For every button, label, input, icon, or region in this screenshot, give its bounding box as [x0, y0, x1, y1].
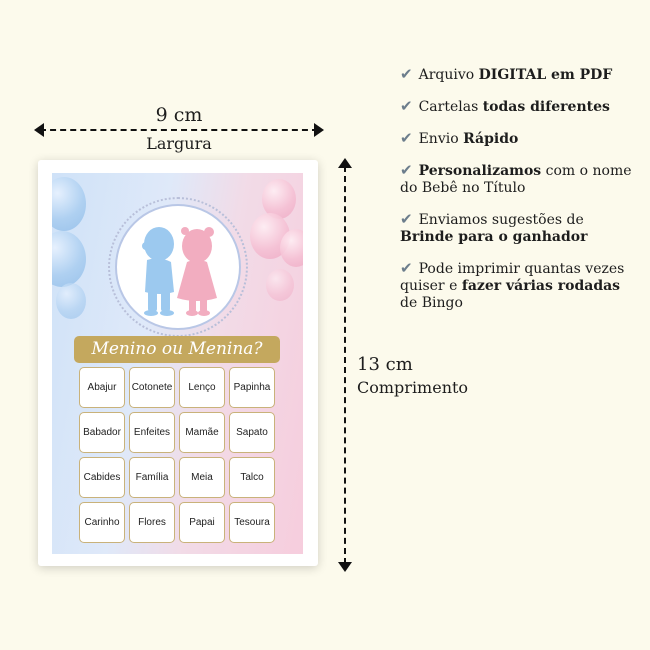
bingo-cell: Talco: [229, 457, 275, 498]
check-mark-icon: ✔: [400, 129, 413, 147]
girl-silhouette-icon: [177, 227, 217, 316]
boy-girl-silhouettes: [142, 227, 217, 316]
feature-item: ✔Arquivo DIGITAL em PDF: [400, 65, 613, 84]
check-mark-icon: ✔: [400, 65, 413, 83]
arrow-left-icon: [34, 123, 44, 137]
arrow-up-icon: [338, 158, 352, 168]
pink-balloon-icon: [266, 269, 294, 301]
check-mark-icon: ✔: [400, 259, 413, 277]
bingo-cell: Meia: [179, 457, 225, 498]
height-dimension: [336, 158, 354, 572]
check-mark-icon: ✔: [400, 210, 413, 228]
width-dashed-line: [40, 129, 318, 131]
bingo-cell: Babador: [79, 412, 125, 453]
feature-list: ✔Arquivo DIGITAL em PDF ✔Cartelas todas …: [400, 66, 640, 326]
bingo-cell: Papai: [179, 502, 225, 543]
pink-balloon-icon: [280, 229, 303, 267]
bingo-cell: Cotonete: [129, 367, 175, 408]
check-mark-icon: ✔: [400, 161, 413, 179]
card-title-banner: Menino ou Menina?: [74, 336, 280, 363]
arrow-down-icon: [338, 562, 352, 572]
height-value: 13 cm: [357, 354, 413, 375]
boy-silhouette-icon: [142, 227, 174, 316]
width-dimension: 9 cm Largura: [34, 104, 324, 153]
gender-reveal-emblem: [115, 204, 241, 330]
bingo-cell: Cabides: [79, 457, 125, 498]
bingo-cell: Sapato: [229, 412, 275, 453]
blue-balloon-icon: [52, 177, 86, 231]
bingo-cell: Tesoura: [229, 502, 275, 543]
bingo-cell: Mamãe: [179, 412, 225, 453]
bingo-cell: Papinha: [229, 367, 275, 408]
bingo-card: Menino ou Menina? Abajur Cotonete Lenço …: [38, 160, 318, 566]
height-dashed-line: [344, 166, 346, 564]
bingo-cell: Enfeites: [129, 412, 175, 453]
bingo-cell: Abajur: [79, 367, 125, 408]
feature-item: ✔Enviamos sugestões de Brinde para o gan…: [400, 210, 588, 246]
bingo-cell: Flores: [129, 502, 175, 543]
check-mark-icon: ✔: [400, 97, 413, 115]
card-artwork: Menino ou Menina? Abajur Cotonete Lenço …: [52, 173, 303, 554]
bingo-cell: Lenço: [179, 367, 225, 408]
feature-item: ✔Envio Rápido: [400, 129, 519, 148]
bingo-cell: Família: [129, 457, 175, 498]
pink-balloon-icon: [262, 179, 296, 219]
bingo-grid: Abajur Cotonete Lenço Papinha Babador En…: [79, 367, 276, 543]
feature-item: ✔Cartelas todas diferentes: [400, 97, 610, 116]
feature-item: ✔Pode imprimir quantas vezes quiser e fa…: [400, 259, 625, 312]
blue-balloon-icon: [56, 283, 86, 319]
height-label: Comprimento: [357, 378, 469, 397]
width-value: 9 cm: [155, 104, 203, 126]
blue-balloon-icon: [52, 231, 86, 287]
bingo-cell: Carinho: [79, 502, 125, 543]
feature-item: ✔Personalizamos com o nome do Bebê no Tí…: [400, 161, 632, 197]
width-label: Largura: [146, 134, 212, 153]
arrow-right-icon: [314, 123, 324, 137]
